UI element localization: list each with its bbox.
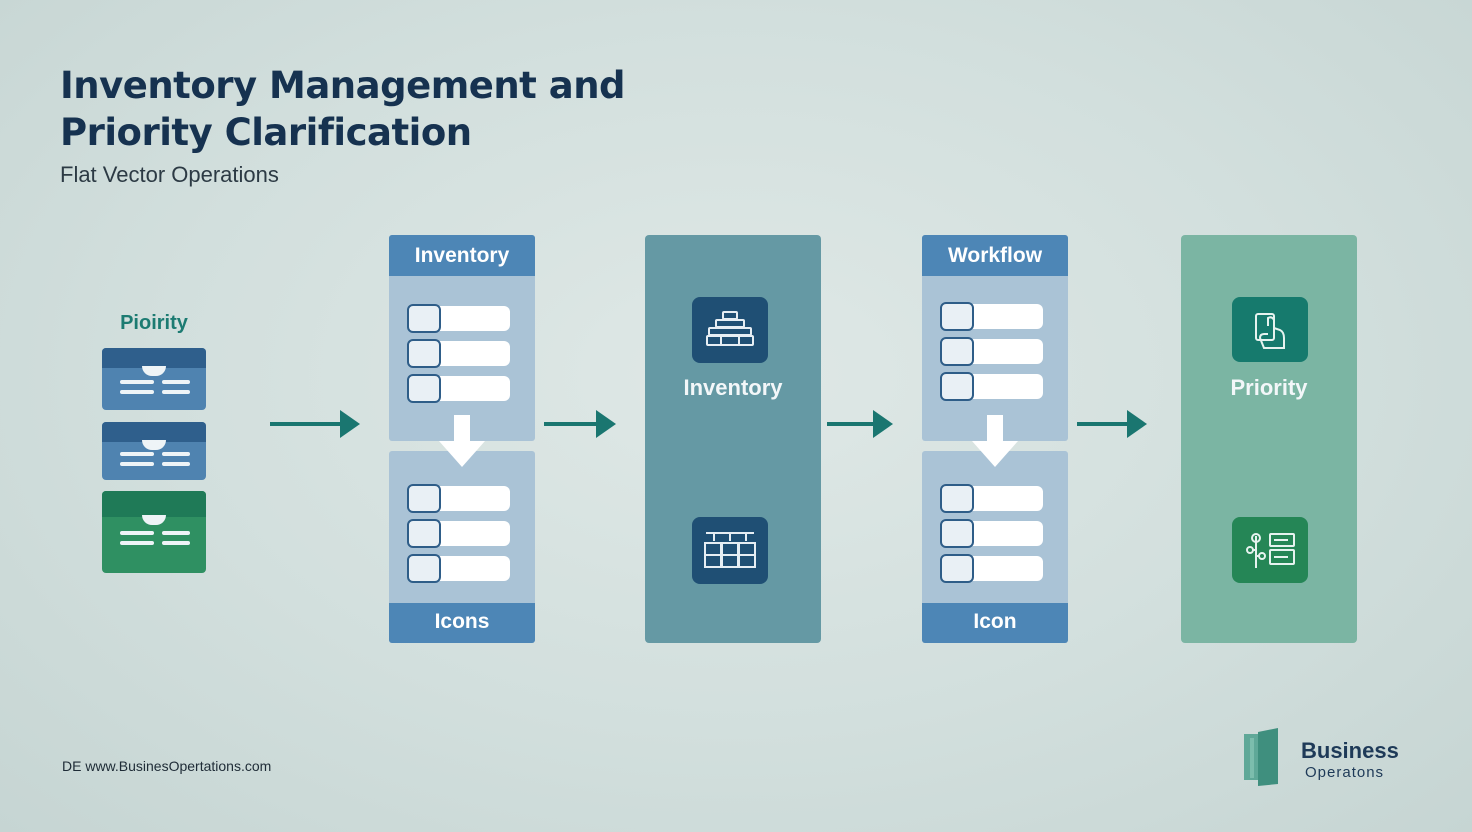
flow-arrow-1	[270, 410, 360, 438]
warehouse-shelf-icon	[692, 517, 768, 584]
business-operations-logo	[1244, 728, 1278, 786]
workflow-stage-footer: Icon	[922, 603, 1068, 643]
inventory-row-2	[407, 339, 523, 368]
workflow-row-6	[940, 554, 1056, 583]
box-icon	[407, 304, 441, 333]
stacked-boxes-icon	[692, 297, 768, 363]
workflow-row-4	[940, 484, 1056, 513]
priority-card-2	[102, 422, 206, 480]
page-subtitle: Flat Vector Operations	[60, 162, 279, 187]
workflow-row-1	[940, 302, 1056, 331]
document-icon	[940, 519, 974, 548]
box-icon	[407, 339, 441, 368]
brand-block: Business Operatons	[1301, 738, 1399, 782]
document-icon	[940, 302, 974, 331]
inventory-row-3	[407, 374, 523, 403]
box-icon	[407, 554, 441, 583]
footer-url[interactable]: DE www.BusinesOpertations.com	[62, 758, 272, 774]
priority-card-1	[102, 348, 206, 410]
box-icon	[407, 484, 441, 513]
document-icon	[940, 372, 974, 401]
clipboard-hand-icon	[1232, 297, 1308, 362]
inventory-row-1	[407, 304, 523, 333]
brand-name: Business	[1301, 738, 1399, 763]
inventory-row-6	[407, 554, 523, 583]
flow-arrow-2	[544, 410, 616, 438]
inventory-summary-stage: Inventory	[645, 235, 821, 643]
tree-checklist-icon	[1232, 517, 1308, 583]
flow-arrow-3	[827, 410, 893, 438]
priority-stage-label: Priority	[1230, 375, 1308, 400]
inventory-row-5	[407, 519, 523, 548]
down-arrow-icon	[972, 415, 1018, 467]
document-icon	[940, 484, 974, 513]
inventory-stage: Inventory Icons	[389, 235, 535, 643]
inventory-summary-label: Inventory	[683, 375, 783, 400]
page-title: Inventory Management and Priority Clarif…	[60, 64, 626, 154]
workflow-stage: Workflow Icon	[922, 235, 1068, 643]
priority-stage: Priority	[1181, 235, 1357, 643]
workflow-row-2	[940, 337, 1056, 366]
priority-group-label: Pioirity	[120, 312, 188, 334]
inventory-stage-header: Inventory	[389, 235, 535, 276]
workflow-row-5	[940, 519, 1056, 548]
box-icon	[407, 374, 441, 403]
brand-tagline: Operatons	[1305, 764, 1385, 781]
box-icon	[407, 519, 441, 548]
workflow-stage-header: Workflow	[922, 235, 1068, 276]
workflow-row-3	[940, 372, 1056, 401]
priority-card-3	[102, 491, 206, 573]
document-icon	[940, 554, 974, 583]
inventory-row-4	[407, 484, 523, 513]
flow-arrow-4	[1077, 410, 1147, 438]
down-arrow-icon	[439, 415, 485, 467]
document-icon	[940, 337, 974, 366]
inventory-stage-footer: Icons	[389, 603, 535, 643]
